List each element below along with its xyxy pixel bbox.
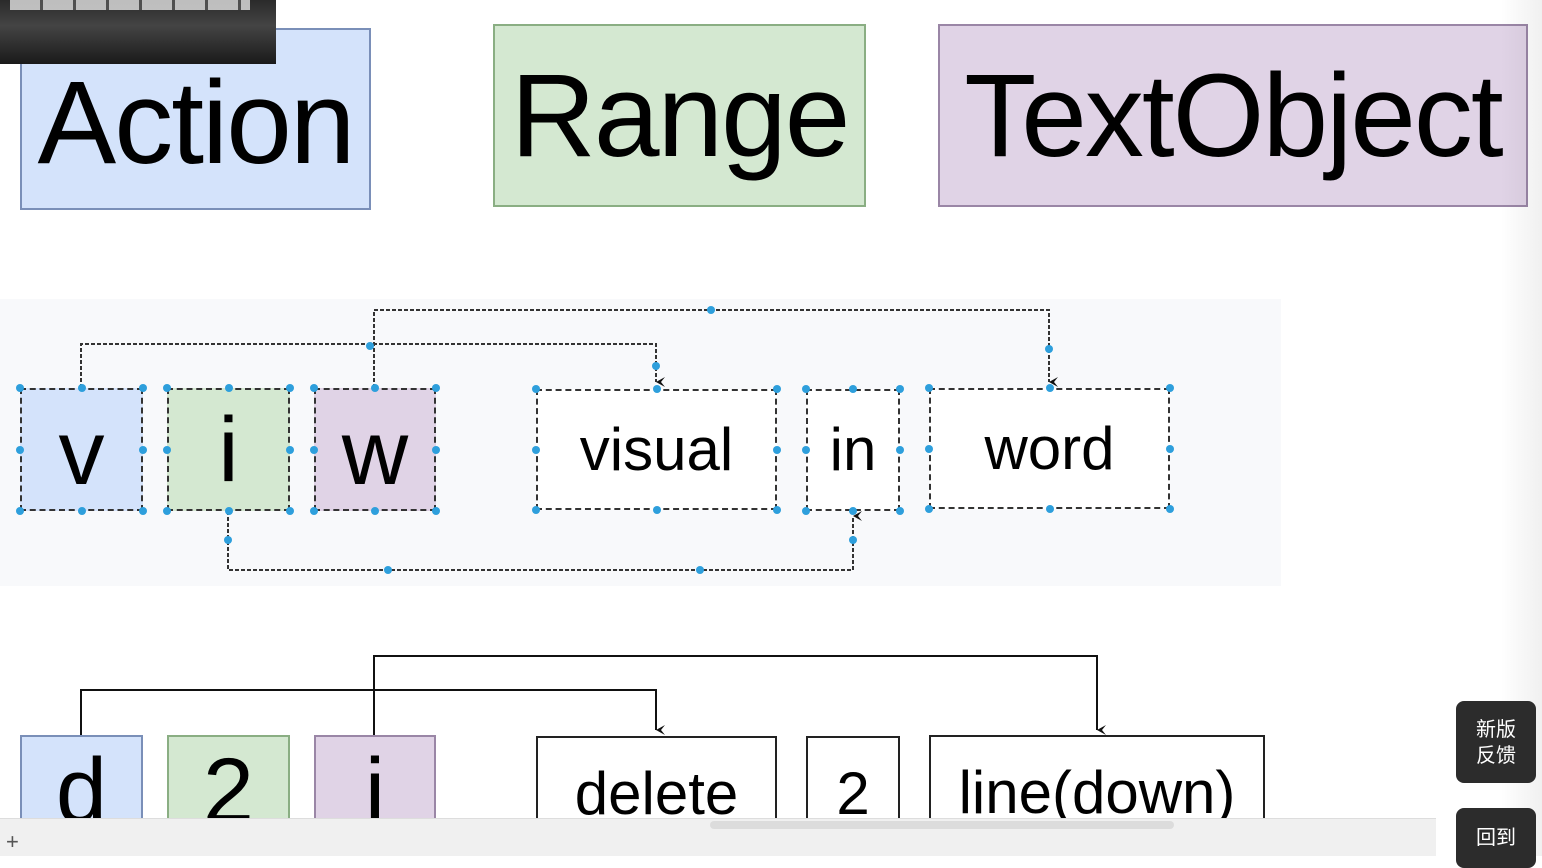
legend-action-label: Action [37,57,356,189]
key-box-w[interactable]: w [314,388,436,511]
bottom-bar: + [0,818,1436,856]
key-j-label: j [364,740,386,835]
key-box-v[interactable]: v [20,388,143,511]
back-to-top-label: 回到 [1476,825,1516,849]
video-thumbnail-overlay [0,0,276,64]
word-visual-label: visual [579,415,734,483]
legend-textobject-label: TextObject [964,49,1503,182]
feedback-line-1: 新版 [1476,717,1516,741]
word-in-label: in [829,416,877,483]
word-box-visual[interactable]: visual [536,389,777,510]
word-line-down-label: line(down) [958,759,1236,826]
connector-j-line [373,655,1106,735]
key-box-i[interactable]: i [167,388,290,511]
key-i-label: i [218,398,239,501]
legend-range: Range [493,24,866,207]
word-delete-label: delete [574,760,739,827]
back-to-top-button[interactable]: 回到 [1456,808,1536,868]
feedback-button[interactable]: 新版 反馈 [1456,701,1536,783]
keyboard-keys [10,0,250,10]
legend-range-label: Range [510,49,851,182]
word-box-word[interactable]: word [929,388,1170,509]
add-button[interactable]: + [6,829,19,854]
key-v-label: v [58,401,105,504]
word-2-label: 2 [836,760,870,827]
connector-w-word [373,309,1058,388]
connector-d-delete [80,689,665,735]
legend-textobject: TextObject [938,24,1528,207]
connector-i-in [227,511,862,571]
key-w-label: w [341,401,409,504]
word-box-in[interactable]: in [806,389,900,511]
horizontal-scrollbar[interactable] [710,821,1174,829]
connector-v-visual [80,343,665,388]
feedback-line-2: 反馈 [1476,743,1516,767]
word-word-label: word [984,414,1115,482]
